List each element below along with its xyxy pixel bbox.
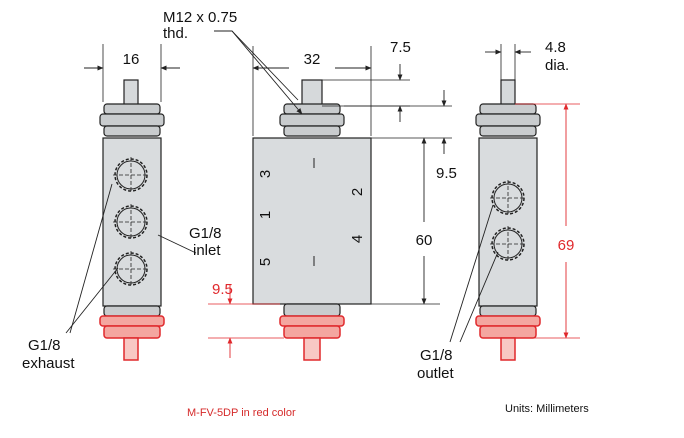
right-red-stem [500,337,516,361]
stem-dia-unit: dia. [545,57,569,74]
center-top-washer [283,103,341,115]
port-number-3: 3 [257,170,274,178]
center-body [252,137,372,305]
inlet-label-line1: G1/8 [189,225,222,242]
left-view: 16 [65,44,197,361]
left-bottom-nut [103,305,161,317]
left-top-lock [103,125,161,137]
center-view: 3 1 5 2 4 32 7.5 9.5 60 [214,30,457,361]
right-port-bottom [490,226,526,262]
port-number-1: 1 [257,211,274,219]
body-offset-dim: 9.5 [436,165,457,182]
left-top-washer [103,103,161,115]
exhaust-label-line2: exhaust [22,355,75,372]
left-stem [123,79,139,107]
right-body [478,137,538,307]
outlet-label-line2: outlet [417,365,455,382]
center-red-nut [283,325,341,339]
port-number-4: 4 [349,235,366,243]
exhaust-label-line1: G1/8 [28,337,61,354]
center-stem [301,79,323,107]
center-top-nut [279,113,345,127]
thread-callout-line2: thd. [163,25,188,42]
right-port-top [490,180,526,216]
right-stem [500,79,516,107]
center-width-dim: 32 [304,51,321,68]
center-bottom-nut [283,303,341,317]
port-number-2: 2 [349,188,366,196]
stem-dia-value: 4.8 [545,39,566,56]
left-red-nut [103,325,161,339]
thread-callout-line1: M12 x 0.75 [163,9,237,26]
left-width-dim: 16 [123,51,140,68]
overall-height-dim: 69 [558,237,575,254]
left-red-washer [99,315,165,327]
body-height-dim: 60 [416,232,433,249]
stem-offset-dim: 7.5 [390,39,411,56]
center-red-washer [279,315,345,327]
outlet-label-line1: G1/8 [420,347,453,364]
right-view: 4.8 dia. 69 [449,39,580,361]
right-top-lock [479,125,537,137]
red-offset-dim: 9.5 [212,281,233,298]
center-red-stem [303,337,321,361]
right-red-washer [475,315,541,327]
red-color-note: M-FV-5DP in red color [187,407,296,419]
left-port-middle [113,204,149,240]
left-port-top [113,157,149,193]
right-top-nut [475,113,541,127]
left-top-nut [99,113,165,127]
right-top-washer [479,103,537,115]
inlet-label-line2: inlet [193,242,221,259]
right-red-nut [479,325,537,339]
left-red-stem [123,337,139,361]
units-note: Units: Millimeters [505,403,589,415]
red-offset-dimension: 9.5 [208,281,284,358]
port-number-5: 5 [257,258,274,266]
center-top-lock [283,125,341,137]
right-bottom-nut [479,305,537,317]
